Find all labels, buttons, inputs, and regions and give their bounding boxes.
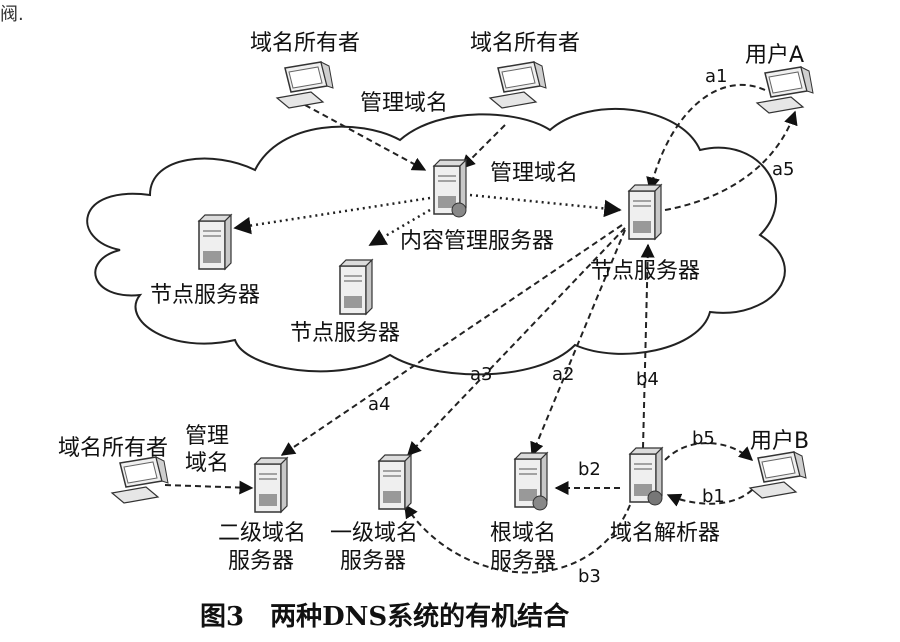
server-icon xyxy=(339,259,373,315)
edge-b4 xyxy=(640,243,655,449)
edge-owner2-cms xyxy=(461,124,506,169)
label-b2: b2 xyxy=(578,459,601,480)
label-owner-1: 域名所有者 xyxy=(250,31,360,56)
figure-caption: 图3 两种DNS系统的有机结合 xyxy=(200,601,570,632)
edge-b3 xyxy=(404,503,631,574)
label-owner-2: 域名所有者 xyxy=(470,31,580,56)
label-a4: a4 xyxy=(368,394,390,415)
label-manage-domain-3a: 管理 xyxy=(185,424,229,449)
edge-a2 xyxy=(530,229,626,457)
label-first-level-line2: 服务器 xyxy=(340,549,406,574)
label-user-a: 用户A xyxy=(745,43,804,68)
label-resolver: 域名解析器 xyxy=(610,521,720,546)
edges xyxy=(164,84,798,574)
label-b4: b4 xyxy=(636,369,659,390)
server-icon xyxy=(198,214,232,270)
globe-badge-icon xyxy=(451,202,467,218)
globe-badge-icon xyxy=(532,495,548,511)
label-content-management-server: 内容管理服务器 xyxy=(400,229,554,254)
label-b1: b1 xyxy=(702,486,725,507)
label-b5: b5 xyxy=(692,428,715,449)
label-a1: a1 xyxy=(705,66,727,87)
server-icon xyxy=(254,457,288,513)
label-a3: a3 xyxy=(470,364,492,385)
edge-a1 xyxy=(646,84,766,192)
edge-owner3-second-level xyxy=(164,480,254,495)
label-a2: a2 xyxy=(552,364,574,385)
computer-icon xyxy=(111,456,169,504)
label-node-server-right: 节点服务器 xyxy=(590,259,700,284)
label-a5: a5 xyxy=(772,159,794,180)
edge-a5 xyxy=(664,110,798,211)
cloud-network xyxy=(86,108,786,376)
label-b3: b3 xyxy=(578,566,601,587)
label-owner-3: 域名所有者 xyxy=(58,436,168,461)
server-icon xyxy=(628,184,662,240)
label-manage-domain-3b: 域名 xyxy=(185,451,229,476)
label-node-server-mid: 节点服务器 xyxy=(290,321,400,346)
edge-b1 xyxy=(666,489,753,507)
edge-a4 xyxy=(280,224,623,456)
label-user-b: 用户B xyxy=(750,429,809,454)
edge-cms-node-right xyxy=(469,193,622,218)
label-second-level-line1: 二级域名 xyxy=(218,521,306,546)
label-root-line1: 根域名 xyxy=(490,521,556,546)
computer-icon xyxy=(276,61,334,109)
edge-owner1-cms xyxy=(304,104,427,171)
label-root-line2: 服务器 xyxy=(490,549,556,574)
server-icon xyxy=(378,454,412,510)
computer-icon xyxy=(749,451,807,499)
edge-a3 xyxy=(407,227,626,457)
label-first-level-line1: 一级域名 xyxy=(330,521,418,546)
label-manage-domain-2: 管理域名 xyxy=(490,161,578,186)
label-second-level-line2: 服务器 xyxy=(228,549,294,574)
user-badge-icon xyxy=(647,490,663,506)
computer-icon xyxy=(489,61,547,109)
computer-icon xyxy=(756,66,814,114)
edge-b5 xyxy=(664,442,754,461)
label-manage-domain-1: 管理域名 xyxy=(360,91,448,116)
top-cropped-text: 阀. xyxy=(0,4,24,25)
label-node-server-left: 节点服务器 xyxy=(150,283,260,308)
